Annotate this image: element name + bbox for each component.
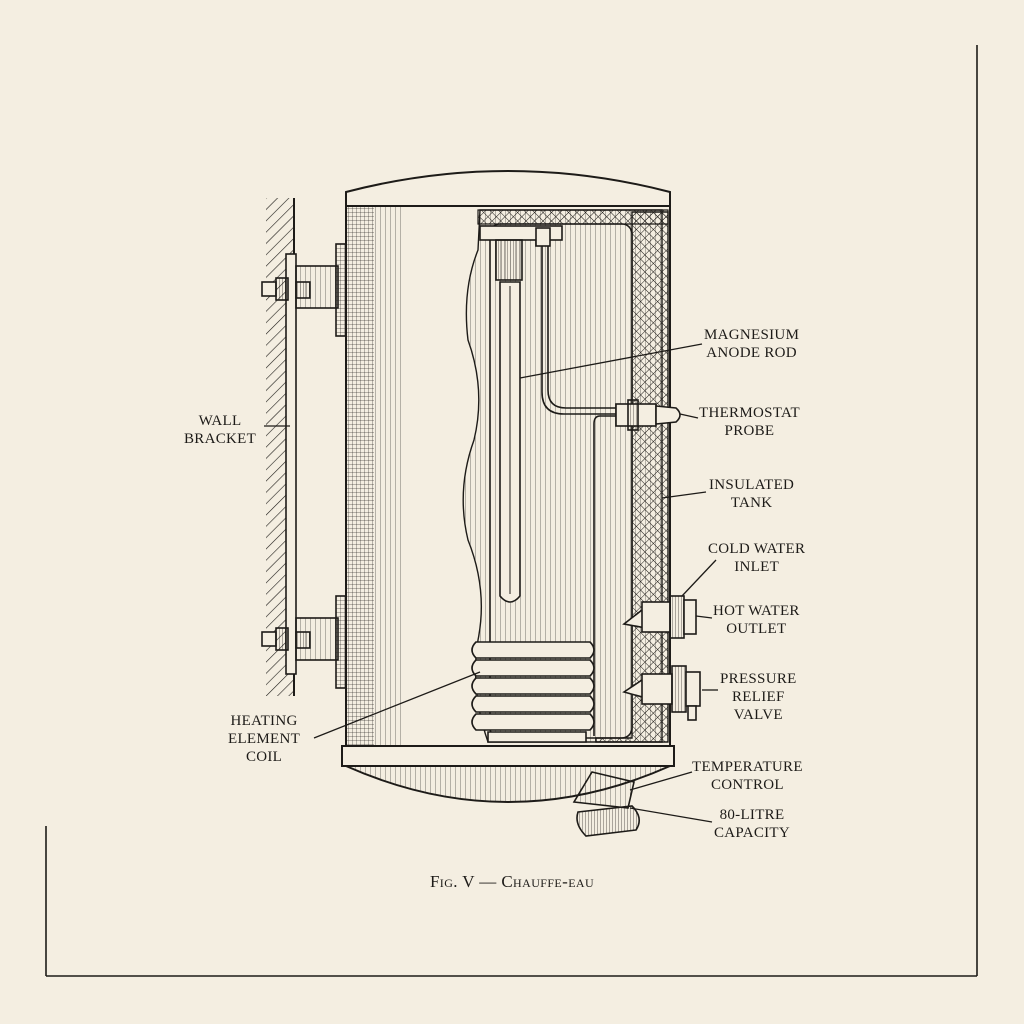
pressure-relief-valve (622, 665, 701, 721)
label-capacity: 80-LITRE CAPACITY (714, 806, 790, 842)
label-magnesium-anode-rod: MAGNESIUM ANODE ROD (704, 326, 799, 362)
label-pressure-relief-valve-line1: PRESSURE (720, 671, 797, 687)
label-insulated-tank-line1: INSULATED (709, 477, 795, 493)
label-pressure-relief-valve-line3: VALVE (733, 707, 783, 723)
temperature-control-knob (572, 771, 640, 837)
anode-rod (479, 225, 563, 603)
label-heating-element-coil-line1: HEATING (230, 713, 298, 729)
leader-lines (264, 343, 718, 823)
thermostat-probe (541, 246, 681, 736)
label-pressure-relief-valve: PRESSURE RELIEF VALVE (720, 670, 797, 724)
label-heating-element-coil-line2: ELEMENT (228, 731, 301, 747)
label-temperature-control-line1: TEMPERATURE (692, 759, 803, 775)
label-temperature-control: TEMPERATURE CONTROL (692, 758, 803, 794)
label-cold-water-inlet-line2: INLET (734, 559, 780, 575)
label-hot-water-outlet: HOT WATER OUTLET (713, 602, 800, 638)
frame (45, 45, 978, 977)
heating-element-coil (471, 641, 595, 743)
label-hot-water-outlet-line1: HOT WATER (713, 603, 800, 619)
label-pressure-relief-valve-line2: RELIEF (731, 689, 785, 705)
label-temperature-control-line2: CONTROL (710, 777, 784, 793)
label-capacity-line1: 80-LITRE (719, 807, 785, 823)
label-insulated-tank-line2: TANK (730, 495, 773, 511)
label-wall-bracket-line1: WALL (198, 413, 242, 429)
label-heating-element-coil-line3: COIL (245, 749, 283, 765)
figure-caption: Fig. V — Chauffe-eau (429, 872, 595, 891)
label-thermostat-probe-line2: PROBE (724, 423, 775, 439)
label-wall-bracket-line2: BRACKET (184, 431, 257, 447)
label-hot-water-outlet-line2: OUTLET (726, 621, 787, 637)
label-thermostat-probe: THERMOSTAT PROBE (699, 404, 800, 440)
label-capacity-line2: CAPACITY (714, 825, 791, 841)
label-magnesium-anode-rod-line2: ANODE ROD (706, 345, 797, 361)
label-thermostat-probe-line1: THERMOSTAT (699, 405, 800, 421)
label-cold-water-inlet-line1: COLD WATER (708, 541, 806, 557)
label-heating-element-coil: HEATING ELEMENT COIL (228, 712, 300, 766)
hot-water-outlet (622, 595, 697, 639)
label-insulated-tank: INSULATED TANK (709, 476, 794, 512)
label-magnesium-anode-rod-line1: MAGNESIUM (704, 327, 800, 343)
label-cold-water-inlet: COLD WATER INLET (708, 540, 805, 576)
label-wall-bracket: WALL BRACKET (184, 412, 256, 448)
